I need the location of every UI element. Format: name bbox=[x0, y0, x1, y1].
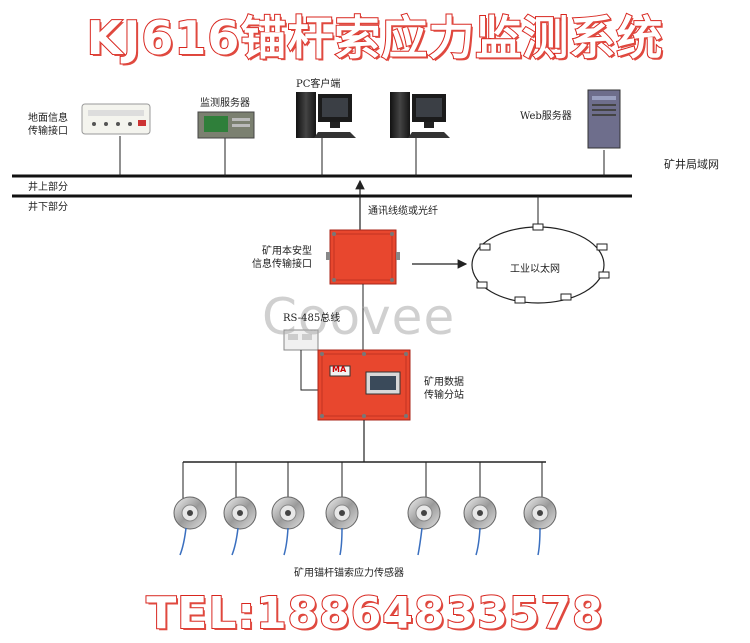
page-title: KJ616锚杆索应力监测系统 bbox=[86, 10, 664, 66]
sensor-icon bbox=[173, 496, 207, 556]
label-monitor-server: 监测服务器 bbox=[200, 98, 250, 109]
label-below-ground: 井下部分 bbox=[28, 202, 68, 213]
interface-box-icon bbox=[81, 103, 151, 135]
label-safe-interface: 矿用本安型 信息传输接口 bbox=[252, 246, 312, 270]
label-industrial-ethernet: 工业以太网 bbox=[510, 264, 560, 275]
sensor-icon bbox=[523, 496, 557, 556]
label-above-ground: 井上部分 bbox=[28, 182, 68, 193]
pc-client-icon bbox=[296, 92, 356, 138]
label-web-server: Web服务器 bbox=[520, 111, 572, 122]
label-sensors: 矿用锚杆锚索应力传感器 bbox=[294, 568, 404, 579]
sensor-icon bbox=[271, 496, 305, 556]
phone-number: TEL:18864833578 bbox=[145, 587, 604, 640]
watermark: Coovee bbox=[262, 288, 456, 346]
label-ground-interface: 地面信息 传输接口 bbox=[28, 113, 68, 137]
label-rs485: RS-485总线 bbox=[283, 313, 341, 324]
converter-icon bbox=[283, 329, 319, 351]
ma-badge: MA bbox=[332, 365, 347, 374]
sensor-icon bbox=[325, 496, 359, 556]
label-comm-cable: 通讯线缆或光纤 bbox=[368, 206, 438, 217]
data-substation-icon bbox=[317, 349, 411, 421]
sensor-icon bbox=[463, 496, 497, 556]
sensor-icon bbox=[407, 496, 441, 556]
monitor-server-icon bbox=[197, 111, 255, 139]
label-data-substation: 矿用数据 传输分站 bbox=[424, 377, 464, 401]
sensor-icon bbox=[223, 496, 257, 556]
safe-interface-icon bbox=[326, 229, 400, 285]
pc-client-icon bbox=[390, 92, 450, 138]
label-pc-client: PC客户端 bbox=[296, 79, 341, 90]
label-mine-lan: 矿井局域网 bbox=[664, 158, 719, 171]
web-server-icon bbox=[587, 89, 621, 149]
